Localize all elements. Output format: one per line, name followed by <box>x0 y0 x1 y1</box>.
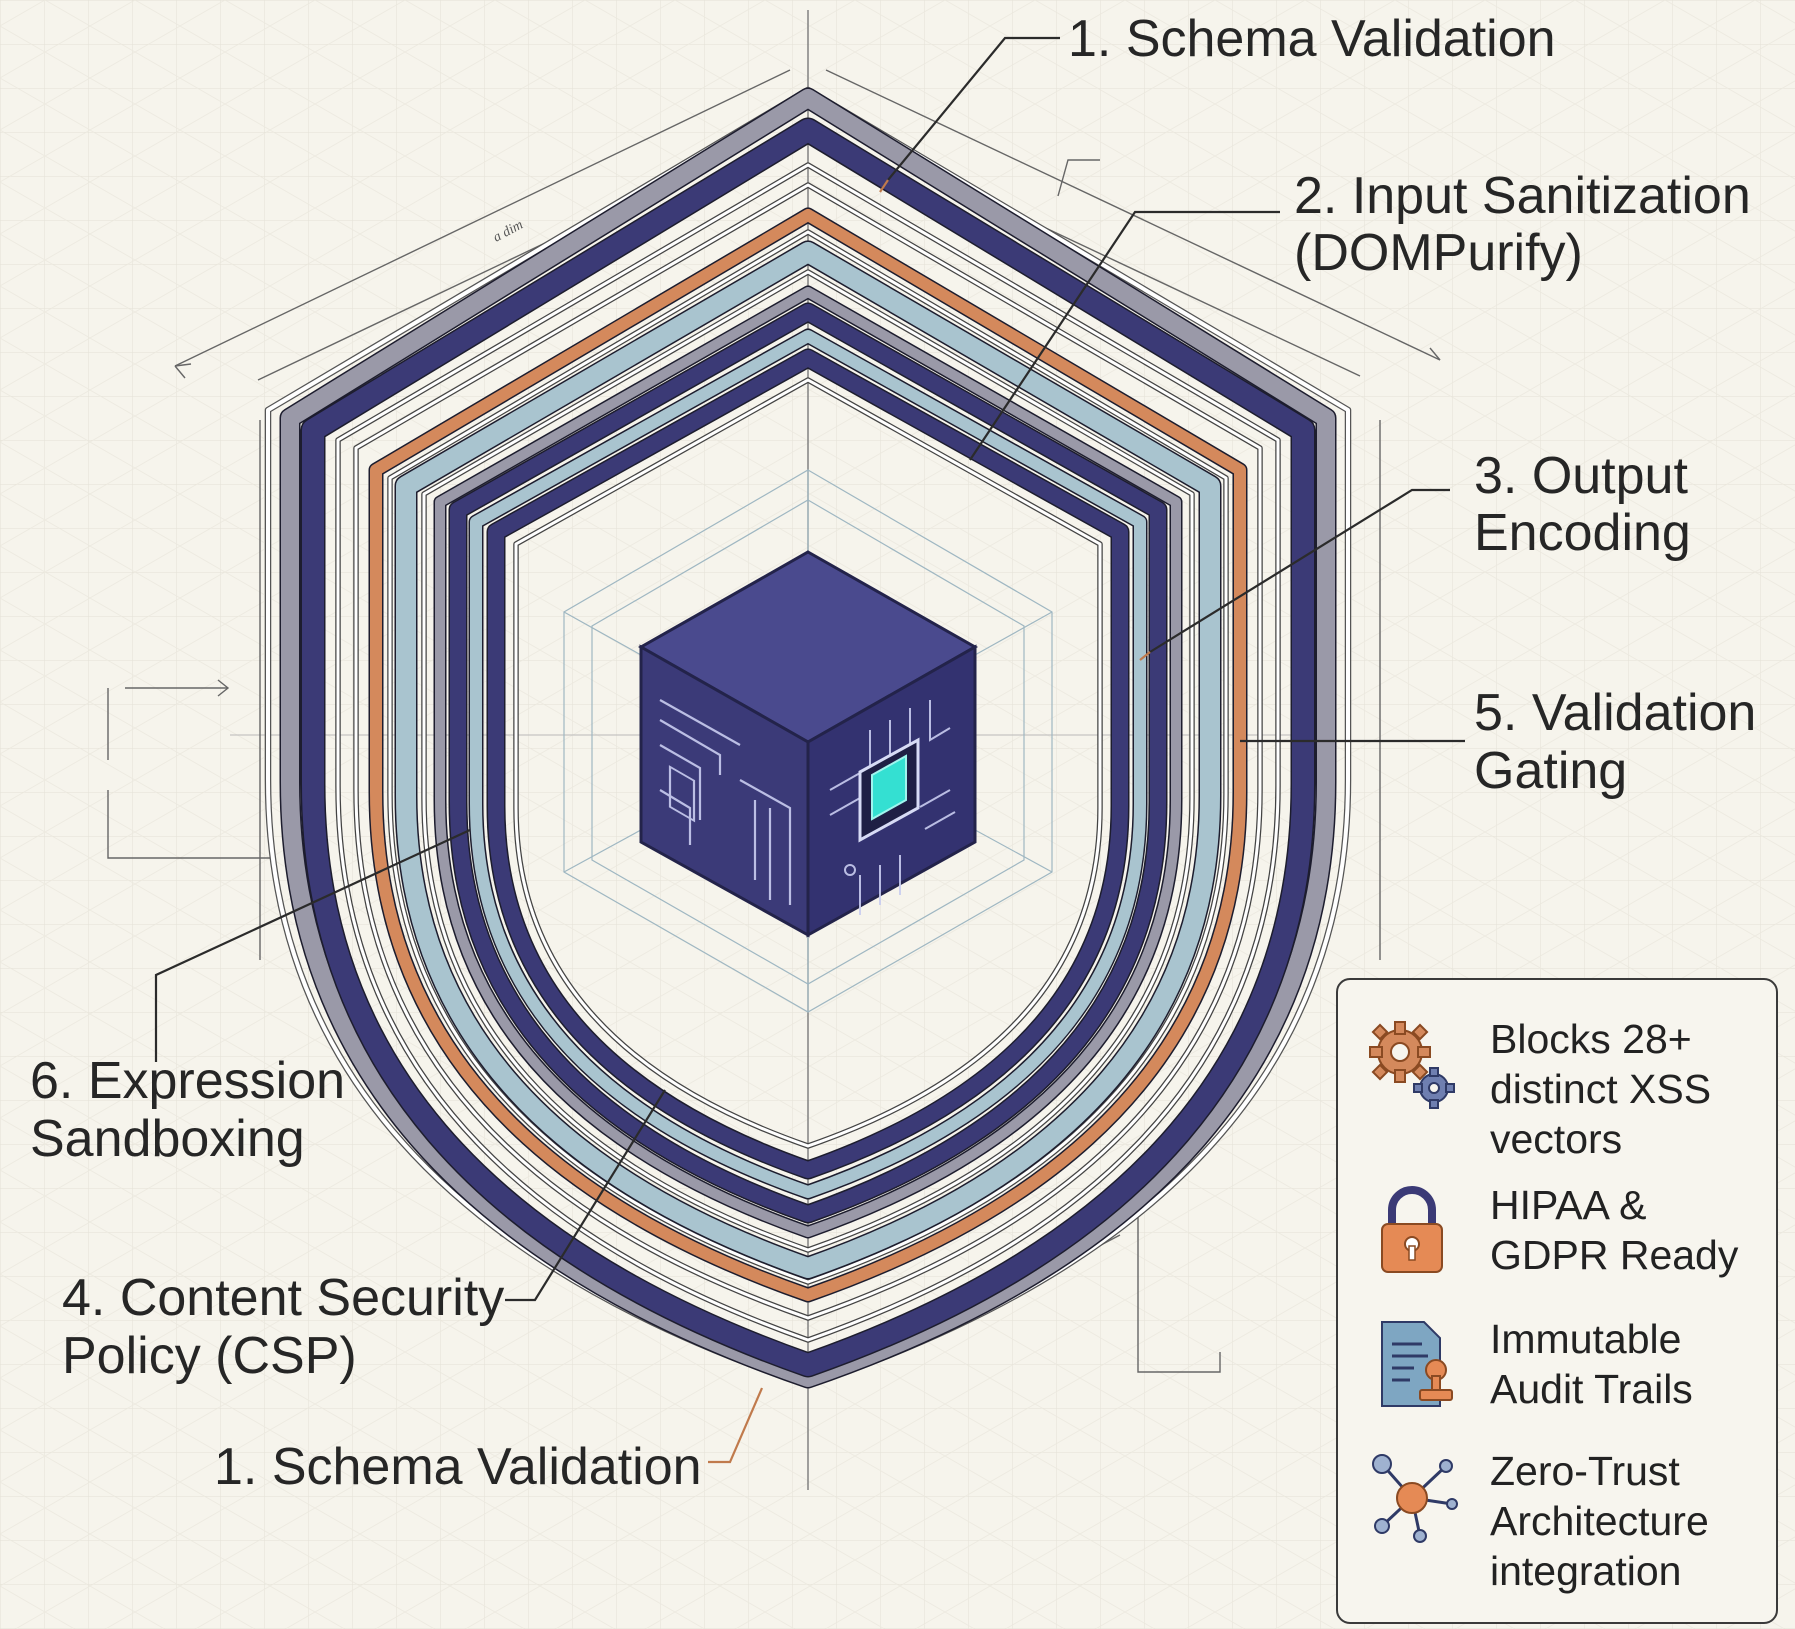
shield-layer <box>435 287 1181 1237</box>
shield-layer <box>370 209 1246 1301</box>
feature-line: GDPR Ready <box>1490 1232 1739 1278</box>
label-output-encoding: 3. Output <box>1474 447 1688 505</box>
feature-line: Architecture <box>1490 1498 1709 1544</box>
label-input-sanitization: 2. Input Sanitization <box>1294 167 1751 225</box>
label-schema-validation-bottom: 1. Schema Validation <box>214 1438 702 1496</box>
gears-icon <box>1369 1021 1455 1109</box>
label-content-security-policy-sub: Policy (CSP) <box>62 1327 357 1385</box>
feature-line: HIPAA & <box>1490 1182 1647 1228</box>
label-content-security-policy: 4. Content Security <box>62 1269 504 1327</box>
shield-layer <box>514 378 1102 1148</box>
label-validation-gating: 5. Validation <box>1474 684 1756 742</box>
label-validation-gating-sub: Gating <box>1474 742 1627 800</box>
label-expression-sandboxing-sub: Sandboxing <box>30 1110 305 1168</box>
document-stamp-icon <box>1381 1321 1453 1407</box>
shield-layer <box>354 183 1262 1320</box>
feature-line: vectors <box>1490 1116 1623 1162</box>
shield-layer <box>336 163 1280 1342</box>
label-output-encoding-sub: Encoding <box>1474 504 1691 562</box>
shield-layer <box>388 230 1228 1284</box>
feature-text: Blocks 28+ distinct XSS vectors <box>1490 1014 1770 1164</box>
features-panel: Blocks 28+ distinct XSS vectors HIPAA & … <box>1336 978 1778 1624</box>
padlock-icon <box>1381 1186 1443 1273</box>
shield-layer <box>396 242 1220 1278</box>
label-expression-sandboxing: 6. Expression <box>30 1052 345 1110</box>
core-cube <box>637 550 979 938</box>
shield-layer <box>450 304 1166 1222</box>
feature-line: Audit Trails <box>1490 1366 1693 1412</box>
shield-layers <box>264 86 1352 1389</box>
shield-layer <box>302 119 1314 1376</box>
shield-layer <box>488 350 1128 1178</box>
cube-right-circuit <box>829 700 956 915</box>
shield-layer <box>281 89 1335 1387</box>
network-nodes-icon <box>1372 1454 1458 1543</box>
feature-text: Immutable Audit Trails <box>1490 1314 1770 1414</box>
chip-core <box>871 754 907 821</box>
feature-line: Zero-Trust <box>1490 1448 1680 1494</box>
cube-left-circuit <box>659 699 792 905</box>
label-schema-validation-top: 1. Schema Validation <box>1068 10 1556 68</box>
feature-line: integration <box>1490 1548 1682 1594</box>
feature-text: Zero-Trust Architecture integration <box>1490 1446 1770 1596</box>
feature-line: Blocks 28+ <box>1490 1016 1692 1062</box>
leader-lines <box>154 36 1465 1464</box>
feature-line: distinct XSS <box>1490 1066 1712 1112</box>
feature-line: Immutable <box>1490 1316 1682 1362</box>
label-input-sanitization-sub: (DOMPurify) <box>1294 224 1583 282</box>
shield-layer <box>422 270 1194 1252</box>
inner-guides <box>563 469 1053 1013</box>
feature-text: HIPAA & GDPR Ready <box>1490 1180 1770 1280</box>
shield-layer <box>470 330 1146 1198</box>
